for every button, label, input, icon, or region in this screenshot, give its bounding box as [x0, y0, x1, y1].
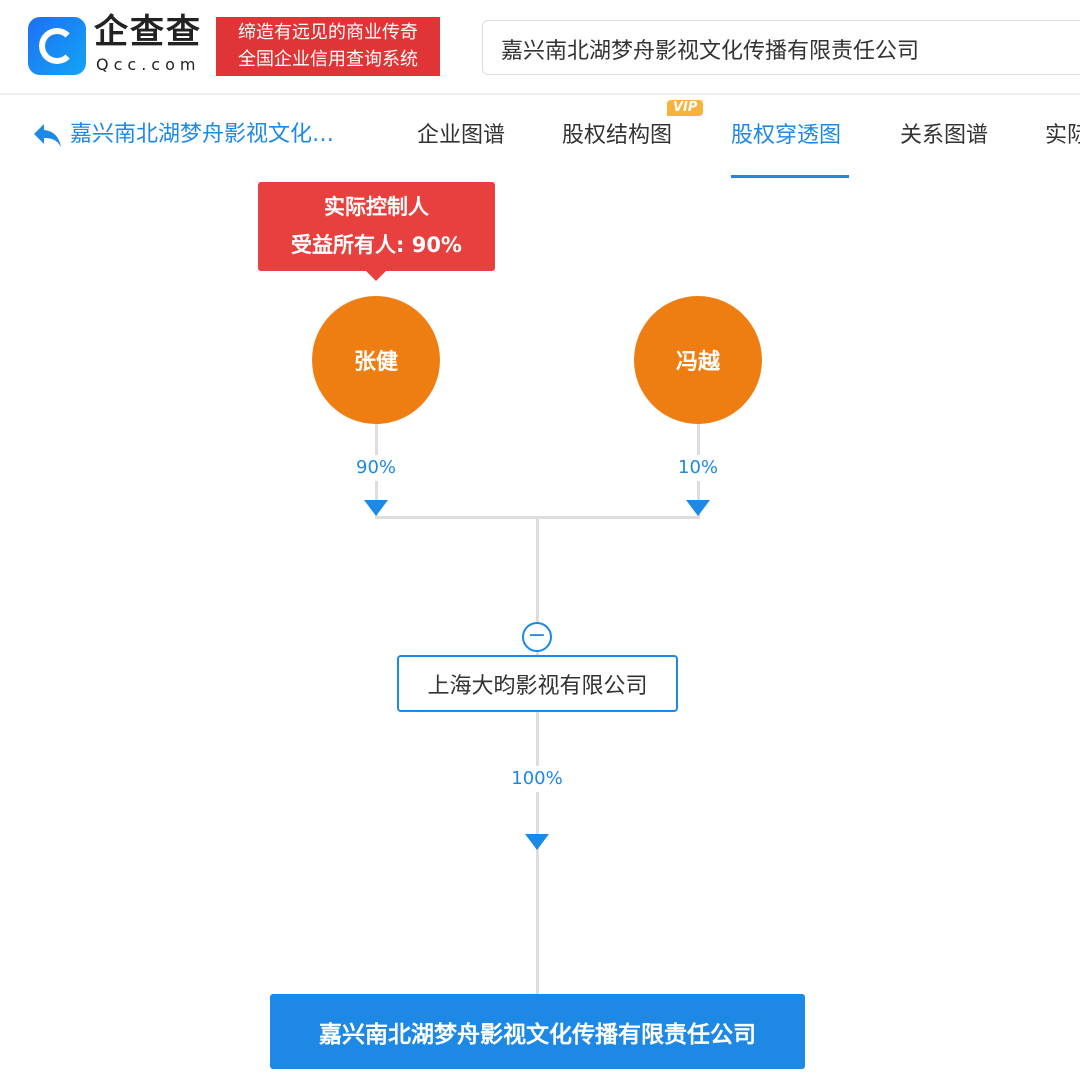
tab-equity-structure[interactable]: 股权结构图 [562, 123, 673, 148]
share-percent: 100% [511, 766, 563, 792]
tab-enterprise-graph[interactable]: 企业图谱 [417, 123, 506, 148]
tag-line: 受益所有人: 90% [291, 233, 462, 257]
shareholder-node[interactable]: 冯越 [634, 296, 762, 424]
slogan-line: 缔造有远见的商业传奇 [238, 22, 418, 43]
share-percent: 10% [677, 455, 719, 481]
intermediate-company-node[interactable]: 上海大昀影视有限公司 [397, 655, 678, 712]
share-percent: 90% [355, 455, 397, 481]
header: 企查查 Qcc.com 缔造有远见的商业传奇 全国企业信用查询系统 嘉兴南北湖梦… [0, 0, 1080, 95]
logo-text: 企查查 [94, 12, 202, 52]
tab-equity-penetration[interactable]: 股权穿透图 [731, 123, 842, 148]
actual-controller-tag: 实际控制人 受益所有人: 90% [258, 182, 495, 281]
shareholder-node[interactable]: 张健 [312, 296, 440, 424]
tag-line: 实际控制人 [324, 195, 429, 219]
tab-relationship-graph[interactable]: 关系图谱 [900, 123, 989, 148]
search-input[interactable]: 嘉兴南北湖梦舟影视文化传播有限责任公司 [482, 20, 1080, 75]
target-company-node[interactable]: 嘉兴南北湖梦舟影视文化传播有限责任公司 [270, 994, 805, 1069]
slogan-line: 全国企业信用查询系统 [238, 49, 418, 70]
arrow-down-icon [364, 500, 388, 516]
connector-line [536, 516, 539, 996]
back-link[interactable]: 嘉兴南北湖梦舟影视文化… [32, 120, 334, 150]
vip-badge: VIP [667, 100, 704, 116]
arrow-down-icon [686, 500, 710, 516]
qcc-logo-icon[interactable] [28, 17, 86, 75]
tab-actual-controller[interactable]: 实际 [1045, 123, 1080, 148]
collapse-button[interactable]: − [522, 622, 552, 652]
slogan-banner: 缔造有远见的商业传奇 全国企业信用查询系统 [216, 17, 440, 76]
logo-subtext: Qcc.com [96, 55, 201, 74]
back-arrow-icon [34, 124, 61, 147]
back-link-label: 嘉兴南北湖梦舟影视文化… [70, 122, 335, 147]
active-tab-indicator [731, 175, 849, 178]
arrow-down-icon [525, 834, 549, 850]
